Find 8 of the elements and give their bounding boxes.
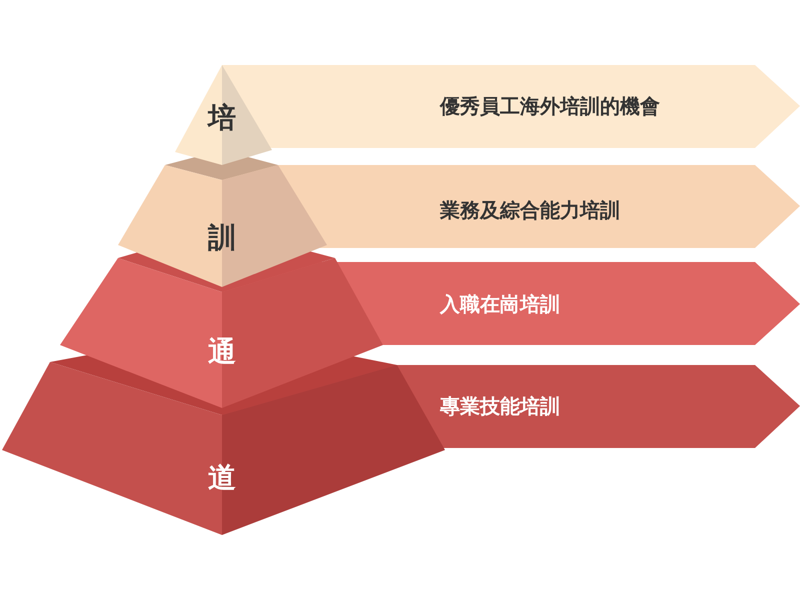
banner-text: 優秀員工海外培訓的機會 — [440, 96, 660, 116]
banner-text: 專業技能培訓 — [440, 396, 560, 416]
banner-text: 入職在崗培訓 — [440, 294, 560, 314]
layer-label: 訓 — [208, 224, 236, 252]
layer-label: 培 — [208, 104, 236, 132]
layer-label: 通 — [208, 338, 236, 366]
layer-label: 道 — [208, 464, 236, 492]
banner-text: 業務及綜合能力培訓 — [440, 200, 620, 220]
